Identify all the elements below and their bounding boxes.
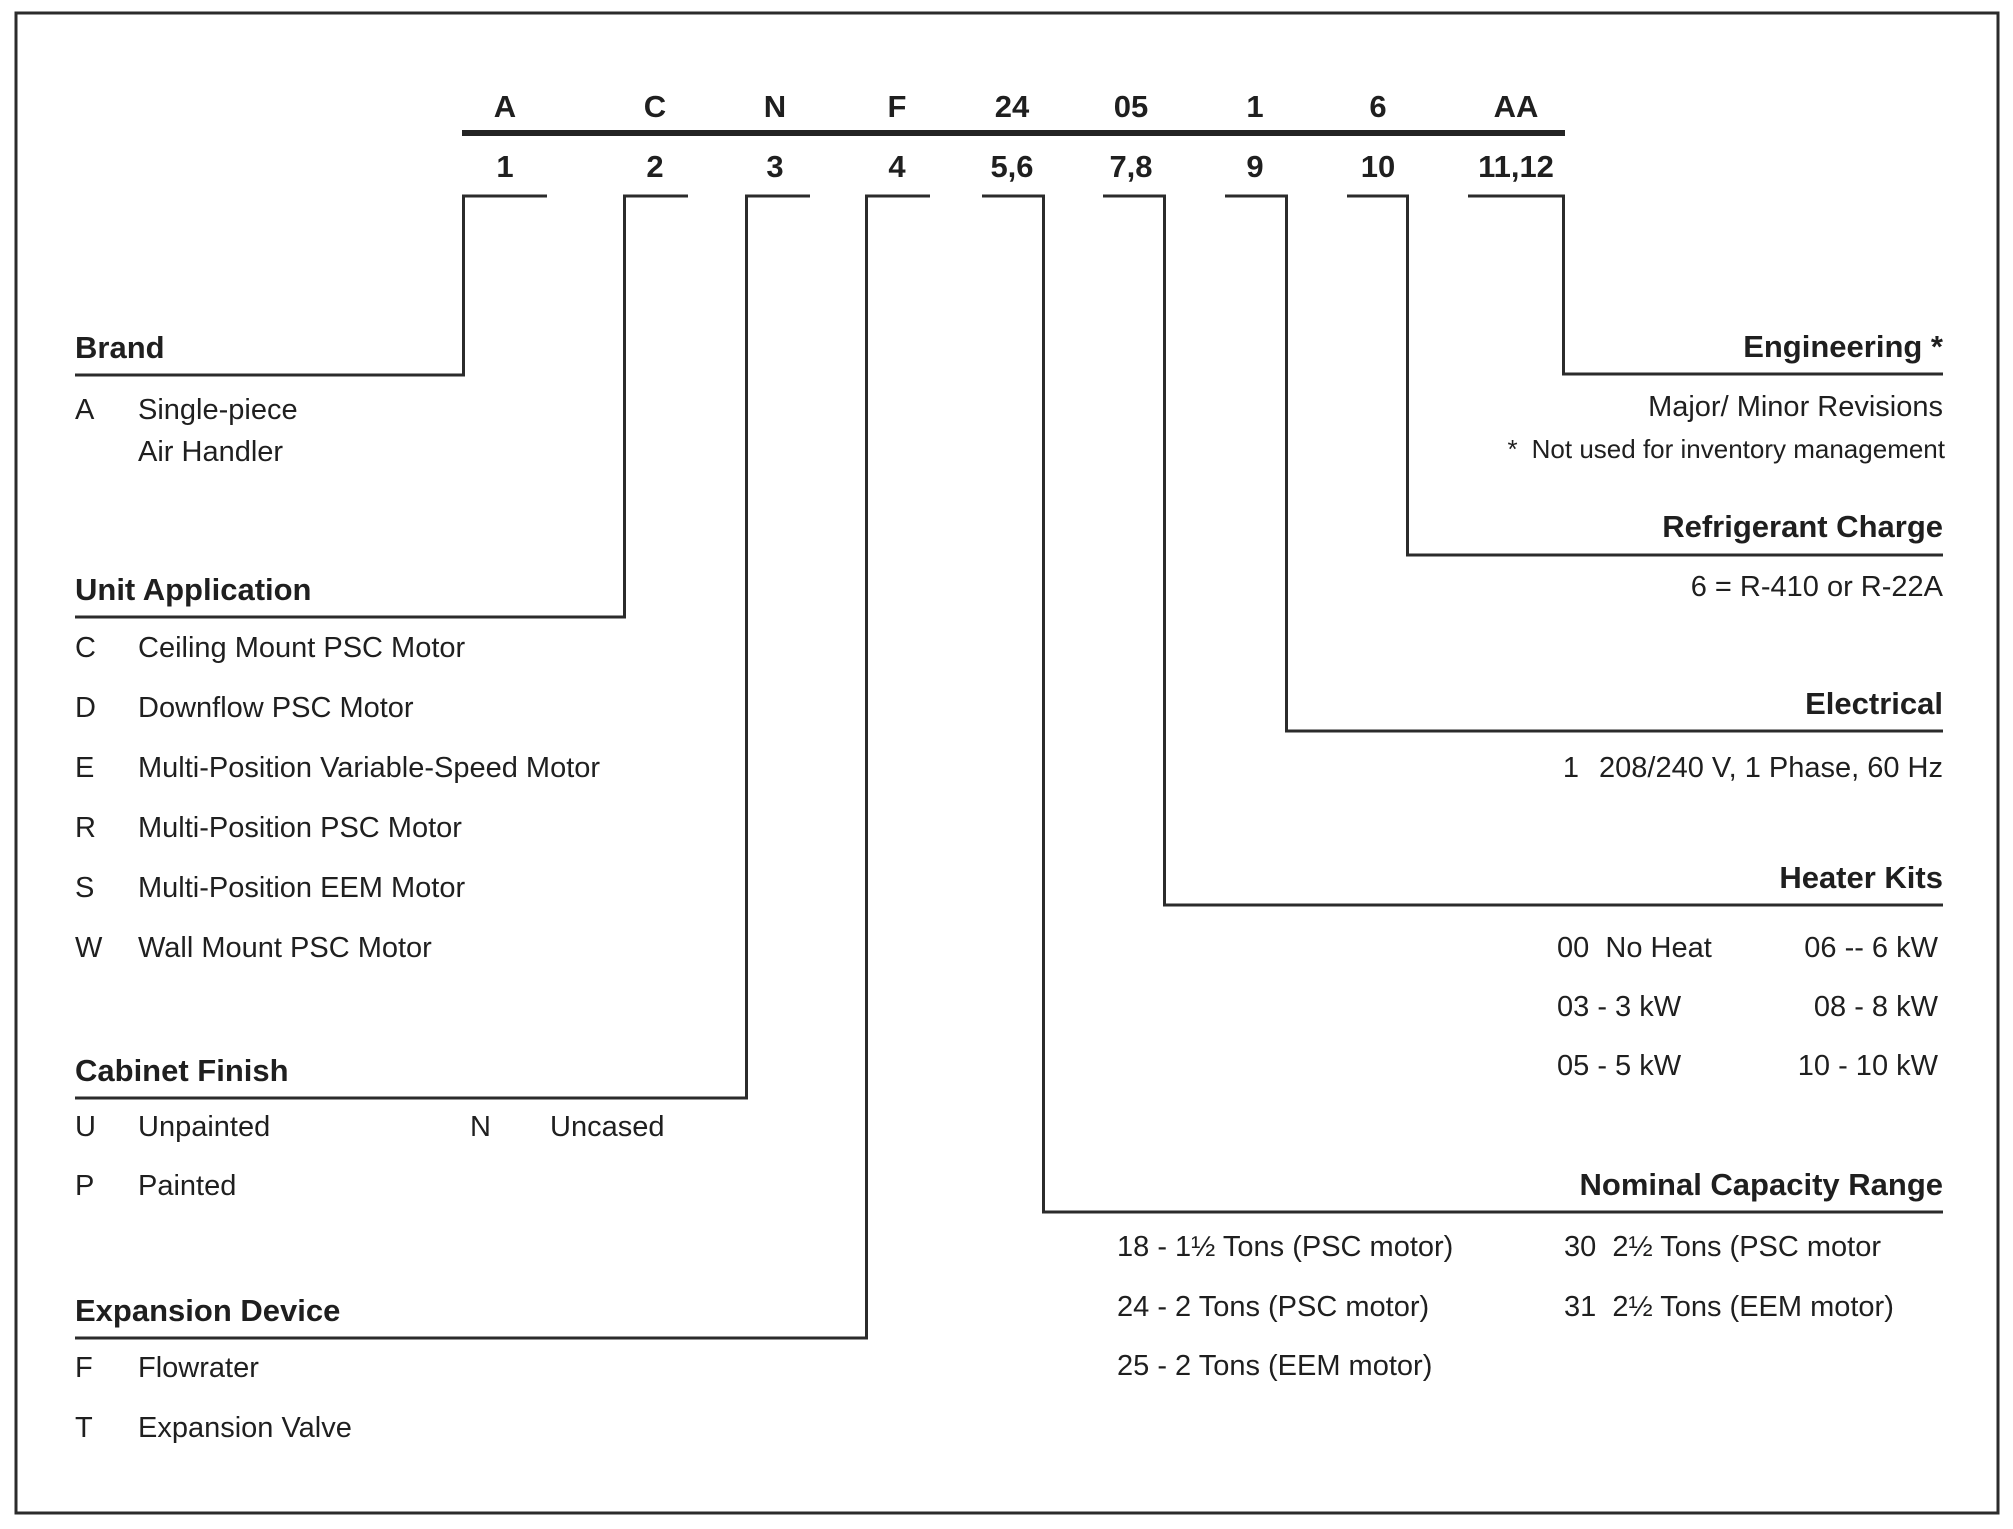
- model-code-digit: N: [763, 89, 787, 124]
- footnote-asterisk: *: [1507, 434, 1518, 464]
- unit-application-code: S: [75, 872, 95, 904]
- expansion-device-code: T: [75, 1412, 93, 1444]
- char-position: 9: [1246, 149, 1264, 184]
- heater-kit-option: 06 -- 6 kW: [1804, 932, 1938, 964]
- unit-application-code: D: [75, 692, 96, 724]
- section-title-heater-kits: Heater Kits: [1779, 860, 1943, 895]
- expansion-device-code: F: [75, 1352, 93, 1384]
- char-position: 1: [496, 149, 514, 184]
- model-code-digit: F: [887, 89, 907, 124]
- cabinet-finish-label: Unpainted: [138, 1111, 271, 1143]
- expansion-device-label: Flowrater: [138, 1352, 259, 1384]
- section-title-electrical: Electrical: [1805, 686, 1943, 721]
- char-position: 2: [646, 149, 664, 184]
- refrigerant-charge-value: 6 = R-410 or R-22A: [1690, 571, 1943, 603]
- cabinet-finish-code: P: [75, 1170, 95, 1202]
- char-position: 7,8: [1109, 149, 1153, 184]
- capacity-option: 30 2½ Tons (PSC motor: [1564, 1231, 1882, 1263]
- model-code-digit: 1: [1246, 89, 1264, 124]
- capacity-option: 24 - 2 Tons (PSC motor): [1117, 1291, 1430, 1323]
- capacity-option: 25 - 2 Tons (EEM motor): [1117, 1350, 1433, 1382]
- char-position: 3: [766, 149, 784, 184]
- footnote-text: Not used for inventory management: [1531, 434, 1945, 464]
- unit-application-code: W: [75, 932, 103, 964]
- position-brackets: [462, 194, 1565, 1338]
- capacity-option: 18 - 1½ Tons (PSC motor): [1117, 1231, 1454, 1263]
- engineering-description: Major/ Minor Revisions: [1648, 391, 1943, 423]
- unit-application-code: E: [75, 752, 95, 784]
- unit-application-label: Ceiling Mount PSC Motor: [138, 632, 466, 664]
- brand-label-line1: Single-piece: [138, 394, 298, 426]
- unit-application-label: Multi-Position Variable-Speed Motor: [138, 752, 601, 784]
- unit-application-label: Multi-Position PSC Motor: [138, 812, 462, 844]
- unit-application-label: Multi-Position EEM Motor: [138, 872, 466, 904]
- electrical-value: 208/240 V, 1 Phase, 60 Hz: [1599, 752, 1943, 784]
- heater-kit-option: 03 - 3 kW: [1557, 991, 1682, 1023]
- heater-kit-option: 08 - 8 kW: [1813, 991, 1938, 1023]
- section-title-expansion-device: Expansion Device: [75, 1293, 341, 1328]
- brand-code: A: [75, 394, 95, 426]
- engineering-footnote: * Not used for inventory management: [1508, 429, 1945, 469]
- section-title-refrigerant-charge: Refrigerant Charge: [1662, 509, 1943, 544]
- char-position: 5,6: [990, 149, 1034, 184]
- section-rules: [75, 372, 1943, 1340]
- heater-kit-option: 00 No Heat: [1557, 932, 1712, 964]
- electrical-row: 1 208/240 V, 1 Phase, 60 Hz: [1563, 748, 1943, 788]
- unit-application-code: C: [75, 632, 96, 664]
- model-code-digit: AA: [1493, 89, 1539, 124]
- cabinet-finish-label: Uncased: [550, 1111, 665, 1143]
- heater-kit-option: 10 - 10 kW: [1797, 1050, 1938, 1082]
- section-title-cabinet-finish: Cabinet Finish: [75, 1053, 289, 1088]
- brand-label-line2: Air Handler: [138, 436, 284, 468]
- char-position: 11,12: [1478, 149, 1554, 184]
- section-title-nominal-capacity: Nominal Capacity Range: [1579, 1167, 1943, 1202]
- model-code-digit: C: [643, 89, 667, 124]
- unit-application-label: Wall Mount PSC Motor: [138, 932, 432, 964]
- section-title-engineering: Engineering *: [1743, 329, 1943, 364]
- model-code-digit: 6: [1369, 89, 1387, 124]
- char-position: 10: [1360, 149, 1396, 184]
- char-position: 4: [888, 149, 906, 184]
- page-border: [14, 11, 2000, 1515]
- cabinet-finish-code: N: [470, 1111, 491, 1143]
- section-title-unit-application: Unit Application: [75, 572, 312, 607]
- cabinet-finish-label: Painted: [138, 1170, 237, 1202]
- heater-kit-option: 05 - 5 kW: [1557, 1050, 1682, 1082]
- model-code-digit: 24: [994, 89, 1030, 124]
- model-code-digit: 05: [1113, 89, 1149, 124]
- cabinet-finish-code: U: [75, 1111, 96, 1143]
- model-code-digit: A: [493, 89, 517, 124]
- electrical-code: 1: [1562, 752, 1580, 784]
- unit-application-label: Downflow PSC Motor: [138, 692, 414, 724]
- unit-application-code: R: [75, 812, 96, 844]
- capacity-option: 31 2½ Tons (EEM motor): [1564, 1291, 1894, 1323]
- expansion-device-label: Expansion Valve: [138, 1412, 352, 1444]
- section-title-brand: Brand: [75, 330, 165, 365]
